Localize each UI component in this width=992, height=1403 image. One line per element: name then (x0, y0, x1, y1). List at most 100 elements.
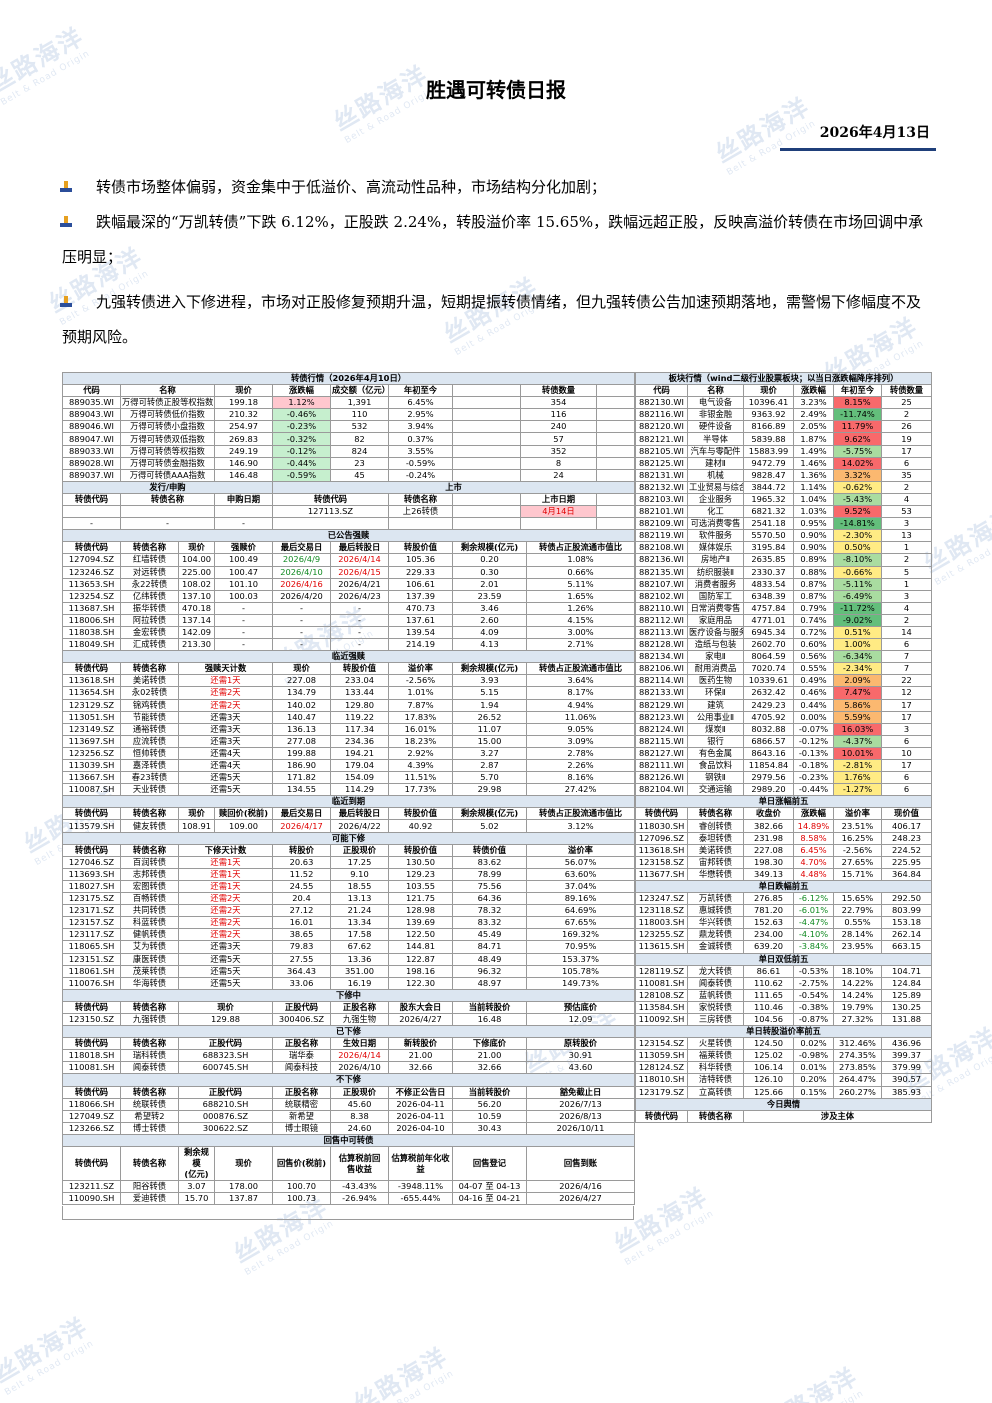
column-header: 溢价率 (388, 662, 453, 676)
table-cell: 354 (520, 396, 597, 410)
table-cell: 11854.84 (743, 758, 794, 773)
table-cell: 16.19 (330, 976, 389, 990)
table-cell: 153.18 (881, 916, 932, 930)
column-header: 不修正公告日 (388, 1085, 453, 1099)
table-cell: 1.65% (525, 589, 636, 603)
section-title: 上市 (271, 480, 636, 494)
table-cell: 154.09 (330, 771, 389, 785)
table-cell: 882126.WI (635, 771, 688, 785)
table-cell: 248.23 (881, 831, 932, 845)
table-cell: -0.87% (793, 1012, 834, 1027)
table-cell: - (272, 638, 331, 652)
table-cell: 100.73 (272, 1192, 331, 1206)
table-cell: -0.59% (272, 468, 331, 482)
table-cell (595, 444, 636, 458)
section-header: 转债行情（2026年4月10日） (61, 371, 636, 386)
table-cell: 312.46% (833, 1037, 882, 1051)
table-cell: 882107.WI (635, 577, 688, 591)
table-cell: 2602.70 (743, 638, 794, 652)
table-cell: 9.62% (833, 432, 882, 446)
table-cell: 889035.WI (62, 396, 121, 410)
table-cell: 14.02% (833, 456, 882, 470)
table-cell: 130.25 (881, 1000, 932, 1014)
table-cell: 108.02 (178, 577, 215, 591)
table-cell: -0.98% (793, 1049, 834, 1063)
table-cell: -6.01% (793, 904, 834, 918)
table-cell: 还需3天 (178, 722, 273, 736)
column-header: 转债代码 (62, 1000, 121, 1014)
section-title: 不下修 (61, 1073, 636, 1087)
table-cell: -6.49% (833, 589, 882, 603)
section-header: 不下修 (61, 1073, 636, 1087)
table-cell: 129.88 (178, 1012, 273, 1027)
table-cell: 5.11% (525, 577, 636, 591)
table-cell: 电气设备 (687, 396, 744, 410)
table-cell: 214.19 (388, 638, 453, 652)
table-cell: 40.92 (388, 819, 453, 833)
table-cell: 13 (881, 529, 932, 543)
table-cell: -0.59% (388, 456, 453, 470)
table-cell: 鼎龙转债 (687, 928, 744, 942)
column-header: 转债占正股流通市值比 (525, 662, 636, 676)
table-cell: 86.61 (743, 964, 794, 978)
table-cell: 还需1天 (178, 855, 273, 869)
column-header: 年初至今 (388, 384, 453, 398)
column-header: 转债代码 (62, 492, 121, 507)
column-header: 正股名称 (272, 1037, 331, 1051)
table-cell: 3.09% (525, 734, 636, 748)
table-cell: 04-16 至 04-21 (452, 1192, 527, 1206)
table-cell: 123266.SZ (62, 1121, 121, 1135)
table-cell: 04-07 至 04-13 (452, 1179, 527, 1194)
section-title: 临近到期 (61, 795, 636, 809)
column-header: 现价 (743, 384, 794, 398)
table-cell: 385.93 (881, 1085, 932, 1099)
table-cell: 5 (881, 565, 932, 579)
column-header-row: 转债代码转债名称强赎天计数现价转股价值溢价率剩余规模(亿元)转债占正股流通市值比 (62, 662, 636, 676)
table-cell: 882114.WI (635, 674, 688, 688)
column-header-row: 转债代码转债名称剩余规模 (亿元)现价回售价(税前)估算税前回 售收益估算税前年… (62, 1146, 636, 1181)
table-cell: 阿拉转债 (120, 613, 179, 627)
table-cell: 889047.WI (62, 432, 121, 446)
table-cell: - (272, 613, 331, 627)
table-cell: 立高转债 (687, 1085, 744, 1099)
table-cell: 万得可转债金融指数 (120, 456, 215, 470)
table-cell: 6 (881, 783, 932, 797)
table-cell: 123157.SZ (62, 916, 121, 930)
table-cell: 109.00 (214, 819, 273, 833)
table-cell: 351.00 (330, 964, 389, 978)
table-cell: -14.81% (833, 517, 882, 531)
table-cell: 16.01 (272, 916, 331, 930)
table-cell: 18.55 (330, 879, 389, 894)
column-header: 转债名称 (120, 662, 179, 676)
table-cell: 0.49% (793, 674, 834, 688)
table-cell: 5.15 (452, 686, 527, 700)
table-cell: 2026-04-11 (388, 1097, 453, 1111)
table-cell: -2.56% (388, 674, 453, 688)
table-cell: 262.14 (881, 928, 932, 942)
table-cell: 永02转债 (120, 686, 179, 700)
table-cell: 125.89 (881, 988, 932, 1002)
table-cell: 6866.57 (743, 734, 794, 748)
table-cell (452, 456, 521, 470)
column-header: 转债名称 (120, 1146, 179, 1181)
table-cell: 21.00 (388, 1049, 453, 1063)
column-header: 赎回价(税前) (214, 807, 273, 821)
column-header: 名称 (120, 384, 215, 398)
table-cell: 0.44% (793, 698, 834, 712)
table-cell: 6 (881, 638, 932, 652)
table-cell: 统联转债 (120, 1097, 179, 1111)
table-cell: 882110.WI (635, 601, 688, 615)
column-header: 回售登记 (452, 1146, 527, 1181)
column-header: 预估底价 (525, 1000, 636, 1014)
table-cell: 276.85 (743, 892, 794, 906)
table-cell (62, 505, 121, 519)
table-cell: 3 (881, 722, 932, 736)
